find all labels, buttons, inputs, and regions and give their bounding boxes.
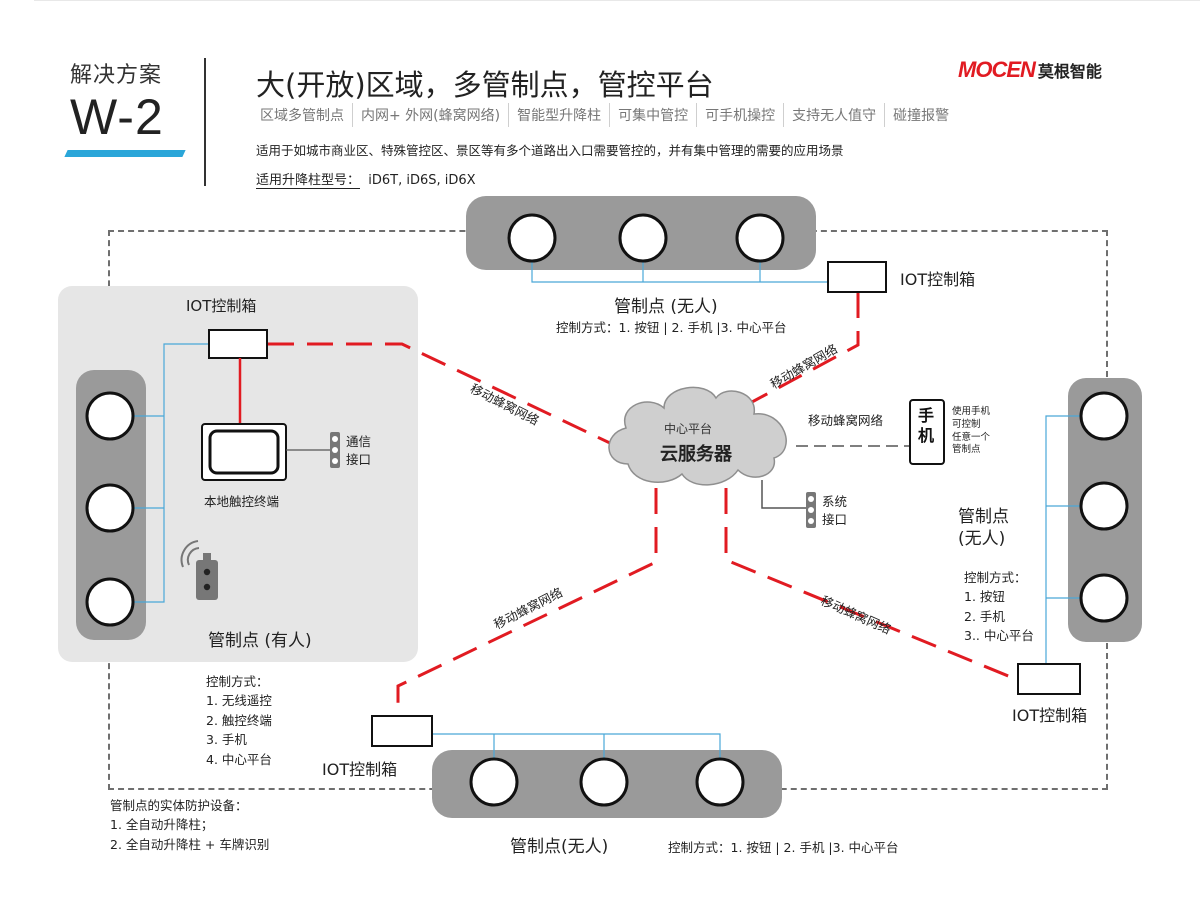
system-port-icon xyxy=(806,492,816,528)
protection-devices: 管制点的实体防护设备： 1. 全自动升降柱； 2. 全自动升降柱 + 车牌识别 xyxy=(110,798,270,852)
logo-text: MOCEN xyxy=(958,57,1036,82)
terminal-label: 本地触控终端 xyxy=(204,494,280,509)
applicable-models: 适用升降柱型号： iD6T, iD6S, iD6X xyxy=(256,169,476,189)
iot-label-top: IOT控制箱 xyxy=(900,270,976,289)
feature-tags: 区域多管制点 内网+ 外网(蜂窝网络) 智能型升降柱 可集中管控 可手机操控 支… xyxy=(252,103,957,127)
feature-tag: 内网+ 外网(蜂窝网络) xyxy=(361,108,501,124)
solution-code: W-2 xyxy=(70,89,164,145)
network-label-phone: 移动蜂窝网络 xyxy=(808,413,884,428)
bollard-icon xyxy=(469,757,519,807)
bollard-icon xyxy=(85,483,135,533)
bollard-icon xyxy=(1079,573,1129,623)
left-point-control: 控制方式： 1. 无线遥控 2. 触控终端 3. 手机 4. 中心平台 xyxy=(206,674,272,767)
bollard-icon xyxy=(85,577,135,627)
cloud-sub: 中心平台 xyxy=(664,422,713,436)
bottom-point-title: 管制点(无人) xyxy=(510,837,609,857)
bollard-icon xyxy=(1079,481,1129,531)
system-port-label: 系统接口 xyxy=(822,494,848,527)
feature-tag: 可集中管控 xyxy=(618,108,689,124)
bollard-icon xyxy=(507,213,557,263)
models-value: iD6T, iD6S, iD6X xyxy=(368,173,476,188)
feature-tag: 碰撞报警 xyxy=(893,108,950,124)
top-point-control: 控制方式：1. 按钮 | 2. 手机 |3. 中心平台 xyxy=(556,320,787,335)
bollard-icon xyxy=(579,757,629,807)
phone-icon xyxy=(909,399,945,465)
iot-box-right xyxy=(1017,663,1081,695)
link-bottom xyxy=(396,488,658,716)
feature-tag: 智能型升降柱 xyxy=(517,108,602,124)
iot-label-right: IOT控制箱 xyxy=(1012,706,1088,725)
page-title: 大(开放)区域，多管制点，管控平台 xyxy=(256,68,714,102)
bollard-icon xyxy=(735,213,785,263)
feature-tag: 可手机操控 xyxy=(705,108,776,124)
network-links xyxy=(268,292,1019,716)
iot-box-bottom xyxy=(371,715,433,747)
cloud-server-icon xyxy=(608,386,787,486)
right-point-title: 管制点(无人) xyxy=(958,507,1009,550)
solution-label: 解决方案 xyxy=(70,63,163,88)
bollard-icon xyxy=(85,391,135,441)
bollard-icon xyxy=(695,757,745,807)
header-divider xyxy=(204,58,206,186)
bollard-icon xyxy=(1079,391,1129,441)
models-label: 适用升降柱型号： xyxy=(256,173,361,189)
link-top xyxy=(751,292,860,404)
link-right xyxy=(724,488,1019,682)
cloud-title: 云服务器 xyxy=(660,444,732,465)
top-point-title: 管制点 (无人) xyxy=(614,297,718,317)
iot-box-left xyxy=(208,329,268,359)
iot-label-left: IOT控制箱 xyxy=(186,297,257,315)
comm-port-icon xyxy=(330,432,340,468)
comm-port-label: 通信接口 xyxy=(346,434,372,467)
remote-control-icon xyxy=(180,540,218,600)
logo-cn: 莫根智能 xyxy=(1037,64,1102,81)
feature-tag: 区域多管制点 xyxy=(260,108,344,124)
iot-box-top xyxy=(827,261,887,293)
phone-note: 使用手机 可控制 任意一个 管制点 xyxy=(952,406,991,456)
bollard-icon xyxy=(618,213,668,263)
top-divider xyxy=(34,0,1200,1)
iot-label-bottom: IOT控制箱 xyxy=(322,760,398,779)
link-left xyxy=(268,342,613,446)
feature-tag: 支持无人值守 xyxy=(792,108,877,124)
phone-glyph: 手机 xyxy=(918,406,935,445)
left-point-title: 管制点 (有人) xyxy=(208,631,312,651)
right-point-control: 控制方式： 1. 按钮 2. 手机 3.. 中心平台 xyxy=(964,570,1034,644)
scenario-description: 适用于如城市商业区、特殊管控区、景区等有多个道路出入口需要管控的，并有集中管理的… xyxy=(256,143,844,158)
bottom-point-control: 控制方式：1. 按钮 | 2. 手机 |3. 中心平台 xyxy=(668,840,899,855)
